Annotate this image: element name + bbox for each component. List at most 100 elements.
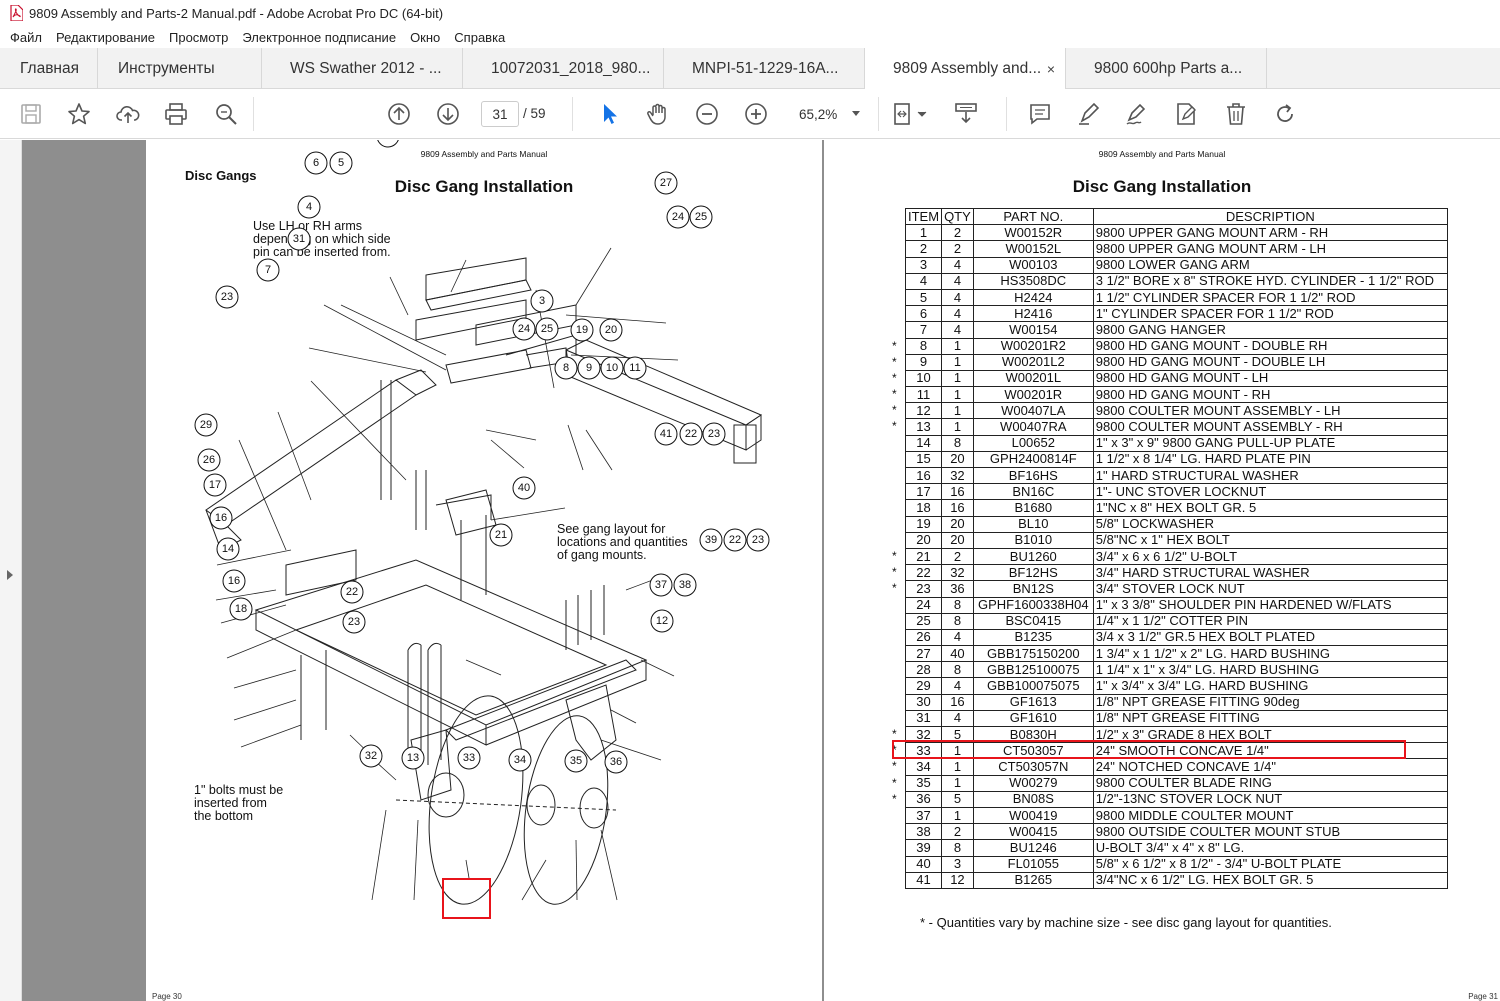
cell-item: 40 — [904, 855, 943, 873]
tab-document-3[interactable]: MNPI-51-1229-16A... — [664, 48, 865, 89]
print-icon[interactable] — [162, 100, 190, 128]
cell-part-no: W00201L — [972, 369, 1094, 388]
callout-circle — [650, 609, 674, 633]
menu-esign[interactable]: Электронное подписание — [242, 29, 397, 45]
zoom-in-icon[interactable] — [742, 100, 770, 128]
callout-circle — [222, 569, 246, 593]
callout-35: 35 — [564, 749, 588, 773]
callout-6: 6 — [304, 151, 328, 175]
annotation-line: 1" bolts must be — [194, 783, 284, 797]
callout-number: 3 — [539, 295, 545, 307]
callout-circle — [654, 422, 678, 446]
column-header-item: ITEM — [904, 207, 943, 226]
cell-item: 38 — [904, 823, 943, 841]
callout-37: 37 — [649, 573, 673, 597]
scroll-mode-icon[interactable] — [952, 100, 980, 128]
close-tab-icon[interactable]: × — [1046, 60, 1055, 77]
cell-qty: 20 — [941, 450, 974, 469]
variable-qty-star — [892, 677, 897, 693]
cell-part-no: B1010 — [972, 531, 1094, 549]
cell-description: 9800 GANG HANGER — [1092, 321, 1448, 339]
variable-qty-star — [892, 823, 897, 839]
cell-description: 9800 HD GANG MOUNT - RH — [1092, 386, 1448, 404]
fit-page-icon[interactable] — [891, 100, 931, 128]
page-title: Disc Gang Installation — [1072, 177, 1252, 196]
cell-part-no: B1235 — [972, 628, 1094, 647]
cell-description: 1 3/4" x 1 1/2" x 2" LG. HARD BUSHING — [1092, 645, 1448, 663]
page-down-icon[interactable] — [434, 100, 462, 128]
chevron-down-icon — [852, 111, 860, 116]
callout-3: 3 — [530, 289, 554, 313]
callout-21: 21 — [489, 523, 513, 547]
callout-23: 23 — [702, 422, 726, 446]
cell-description: 1" CYLINDER SPACER FOR 1 1/2" ROD — [1092, 305, 1448, 323]
comment-icon[interactable] — [1026, 100, 1054, 128]
variable-qty-star: * — [892, 775, 897, 790]
variable-qty-star — [892, 856, 897, 872]
zoom-out-icon[interactable] — [693, 100, 721, 128]
left-pane-toggle[interactable] — [0, 140, 22, 1001]
cell-description: 9800 HD GANG MOUNT - DOUBLE LH — [1092, 353, 1448, 371]
cell-qty: 4 — [941, 288, 974, 307]
callout-circle — [256, 258, 280, 282]
tab-tools[interactable]: Инструменты — [98, 48, 262, 89]
cell-item: 30 — [904, 693, 943, 711]
variable-qty-star — [892, 499, 897, 515]
cell-item: 17 — [904, 483, 943, 501]
cell-description: 9800 COULTER MOUNT ASSEMBLY - LH — [1092, 402, 1448, 420]
tab-document-1[interactable]: WS Swather 2012 - ... — [262, 48, 463, 89]
menu-file[interactable]: Файл — [10, 29, 42, 45]
tab-home[interactable]: Главная — [0, 48, 98, 89]
page-up-icon[interactable] — [385, 100, 413, 128]
cell-part-no: W00201L2 — [972, 353, 1094, 371]
upload-cloud-icon[interactable] — [114, 100, 142, 128]
highlight-pen-icon[interactable] — [1075, 100, 1103, 128]
variable-qty-star — [892, 467, 897, 483]
annotation-line: locations and quantities — [557, 535, 688, 549]
bookmark-star-icon[interactable] — [65, 100, 93, 128]
variable-qty-star: * — [892, 548, 897, 563]
zoom-search-icon[interactable] — [212, 100, 240, 128]
zoom-level-select[interactable]: 65,2% — [788, 101, 866, 127]
hand-icon[interactable] — [644, 100, 672, 128]
callout-circle — [329, 151, 353, 175]
delete-icon[interactable] — [1222, 100, 1250, 128]
page-number-input[interactable]: 31 — [481, 101, 519, 127]
tab-label: Главная — [20, 59, 79, 77]
select-cursor-icon[interactable] — [595, 100, 623, 128]
toolbar-separator — [572, 97, 573, 131]
callout-22: 22 — [340, 580, 364, 604]
quantity-note: * - Quantities vary by machine size - se… — [920, 915, 1332, 930]
tab-document-active[interactable]: 9809 Assembly and...× — [865, 48, 1066, 90]
callout-number: 23 — [708, 428, 720, 440]
tab-document-2[interactable]: 10072031_2018_980... — [463, 48, 664, 89]
cell-part-no: H2416 — [972, 305, 1094, 323]
tab-document-5[interactable]: 9800 600hp Parts a... — [1066, 48, 1267, 89]
cell-qty: 1 — [941, 806, 974, 825]
callout-10: 10 — [600, 356, 624, 380]
menu-edit[interactable]: Редактирование — [55, 29, 155, 45]
edit-pdf-icon[interactable] — [1172, 100, 1200, 128]
callout-7: 7 — [256, 258, 280, 282]
callout-circle — [489, 523, 513, 547]
rotate-icon[interactable] — [1271, 100, 1299, 128]
save-icon[interactable] — [17, 100, 45, 128]
variable-qty-star: * — [892, 354, 897, 369]
menu-view[interactable]: Просмотр — [169, 29, 229, 45]
cell-qty: 1 — [941, 758, 974, 776]
sign-icon[interactable] — [1123, 100, 1151, 128]
cell-qty: 32 — [941, 564, 974, 582]
menu-window[interactable]: Окно — [410, 29, 441, 45]
callout-circle — [215, 285, 239, 309]
cell-item: 36 — [904, 790, 943, 808]
cell-qty: 2 — [941, 547, 974, 566]
menu-help[interactable]: Справка — [454, 29, 506, 45]
